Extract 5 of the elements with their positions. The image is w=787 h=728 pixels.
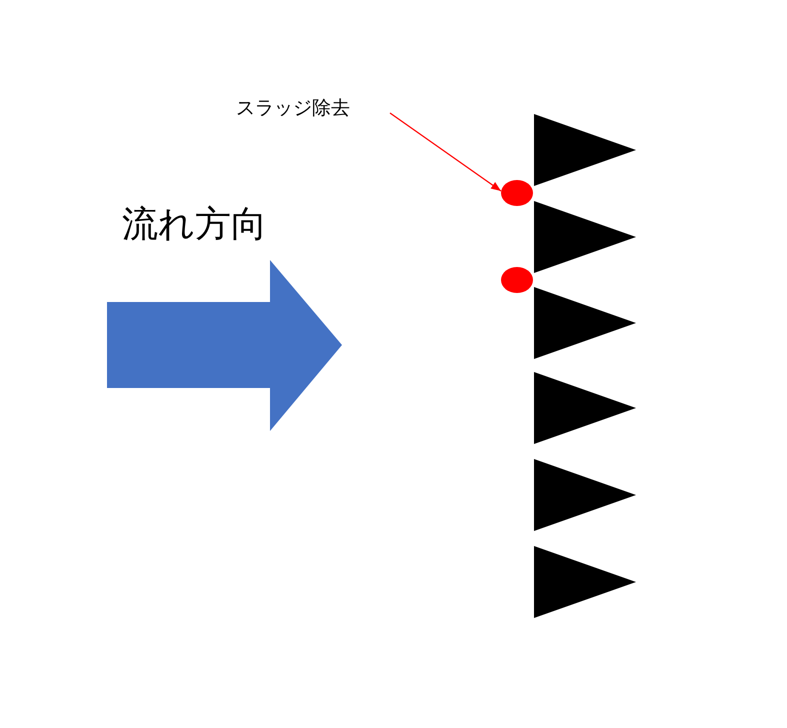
leader-line <box>390 112 502 192</box>
dot <box>501 180 533 206</box>
callout-text: スラッジ除去 <box>236 97 350 119</box>
direction-label: 流れ方向 <box>122 203 267 247</box>
dot <box>501 267 533 293</box>
